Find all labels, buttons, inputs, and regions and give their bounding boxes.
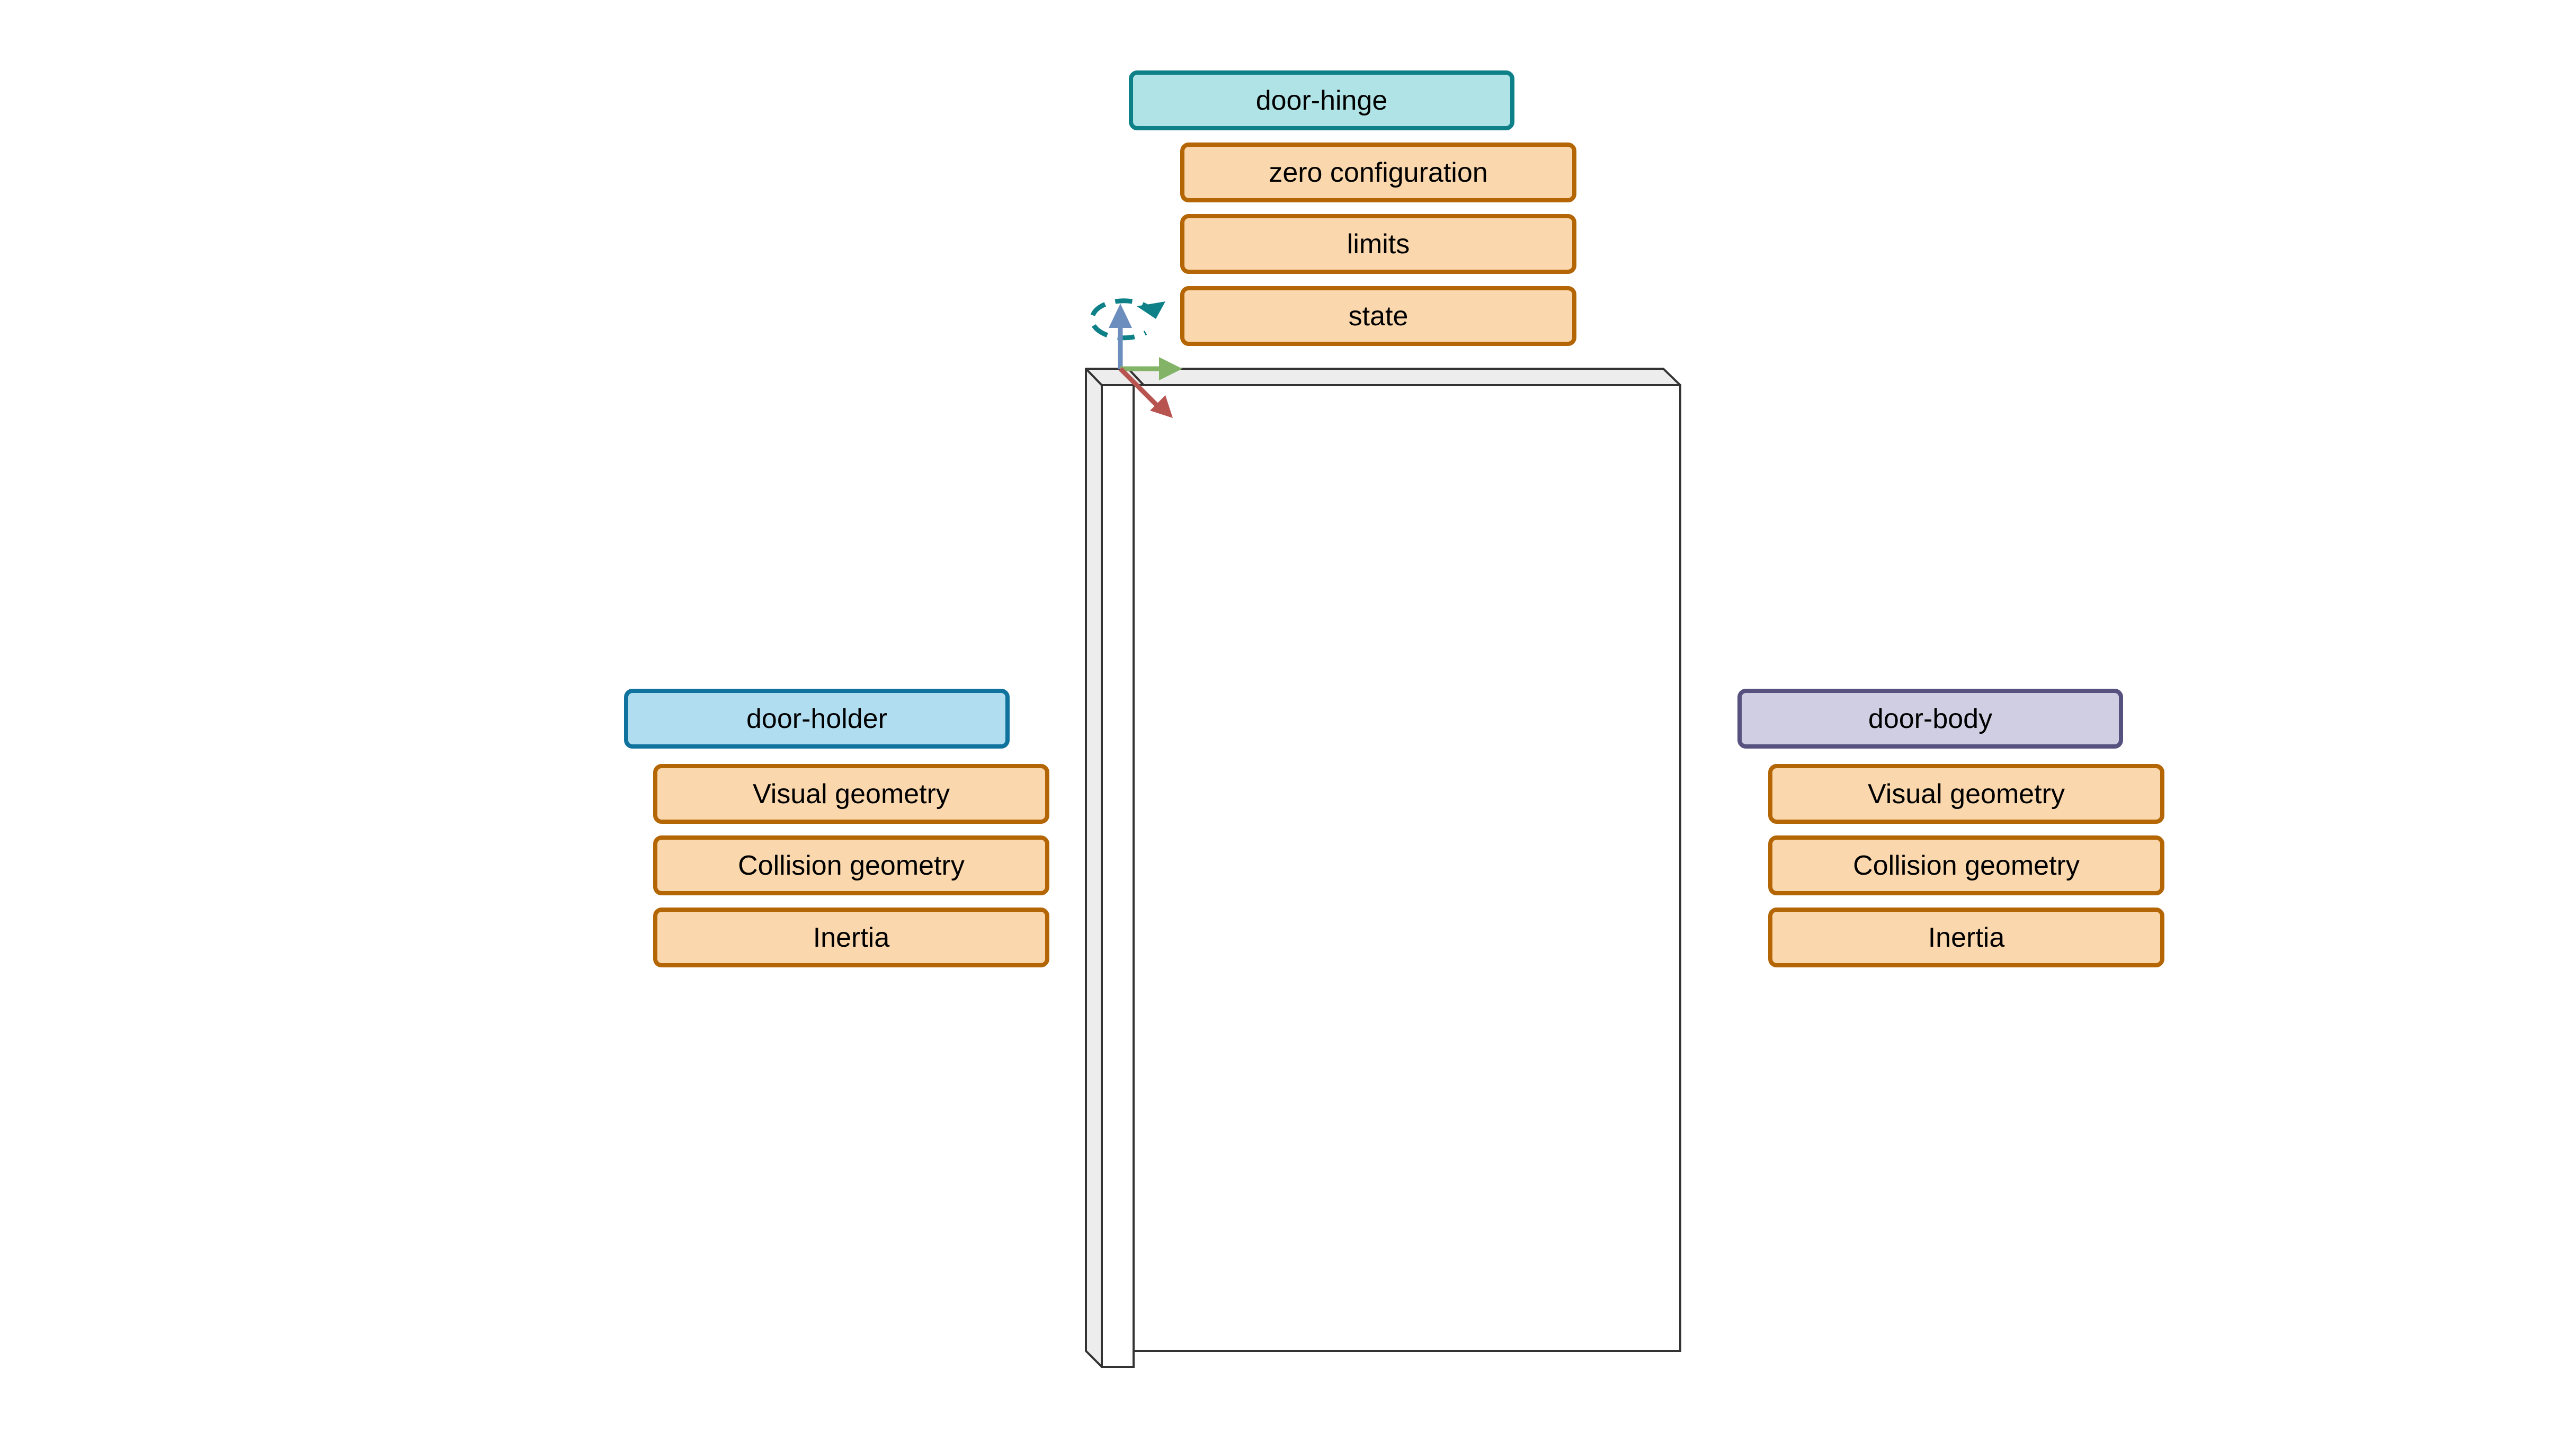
y-axis-arrowhead-icon bbox=[1159, 357, 1182, 380]
door-holder-front-face bbox=[1101, 384, 1135, 1368]
x-axis-arrowhead-icon bbox=[1150, 395, 1173, 418]
joint-group: door-hinge zero configuration limits sta… bbox=[1129, 70, 1576, 346]
child-link-property-box[interactable] bbox=[1768, 835, 2164, 895]
parent-link-group: door-holder Visual geometry Collision ge… bbox=[624, 689, 1049, 967]
parent-link-title: door-holder bbox=[746, 704, 887, 734]
child-link-title: door-body bbox=[1868, 704, 1992, 734]
z-axis-arrowhead-icon bbox=[1109, 304, 1132, 328]
joint-property-label: zero configuration bbox=[1269, 157, 1487, 188]
door-body-top-edge bbox=[1127, 368, 1681, 386]
parent-link-property-box[interactable] bbox=[653, 764, 1049, 824]
x-axis-line bbox=[1118, 367, 1160, 408]
parent-link-property-box[interactable] bbox=[653, 835, 1049, 895]
joint-title-box[interactable] bbox=[1129, 70, 1514, 130]
child-link-group: door-body Visual geometry Collision geom… bbox=[1737, 689, 2164, 967]
child-link-property-label: Collision geometry bbox=[1853, 850, 2080, 881]
joint-property-box[interactable] bbox=[1180, 214, 1576, 274]
parent-link-property-label: Inertia bbox=[813, 922, 890, 953]
hinge-frame bbox=[1090, 298, 1182, 418]
child-link-property-label: Visual geometry bbox=[1868, 779, 2065, 810]
joint-property-label: limits bbox=[1347, 229, 1410, 260]
joint-title: door-hinge bbox=[1256, 85, 1388, 116]
parent-link-title-box[interactable] bbox=[624, 689, 1010, 749]
parent-link-property-label: Collision geometry bbox=[738, 850, 965, 881]
rotation-arrowhead-icon bbox=[1137, 301, 1165, 319]
door-body-front-face bbox=[1133, 384, 1681, 1352]
child-link-property-label: Inertia bbox=[1928, 922, 2005, 953]
joint-property-box[interactable] bbox=[1180, 286, 1576, 346]
parent-link-property-box[interactable] bbox=[653, 908, 1049, 967]
child-link-property-box[interactable] bbox=[1768, 908, 2164, 967]
child-link-title-box[interactable] bbox=[1737, 689, 2123, 749]
joint-property-label: state bbox=[1349, 301, 1409, 332]
joint-property-box[interactable] bbox=[1180, 143, 1576, 202]
door-holder-side-face bbox=[1085, 368, 1103, 1368]
child-link-property-box[interactable] bbox=[1768, 764, 2164, 824]
parent-link-property-label: Visual geometry bbox=[753, 779, 950, 810]
door-model bbox=[1085, 368, 1681, 1368]
